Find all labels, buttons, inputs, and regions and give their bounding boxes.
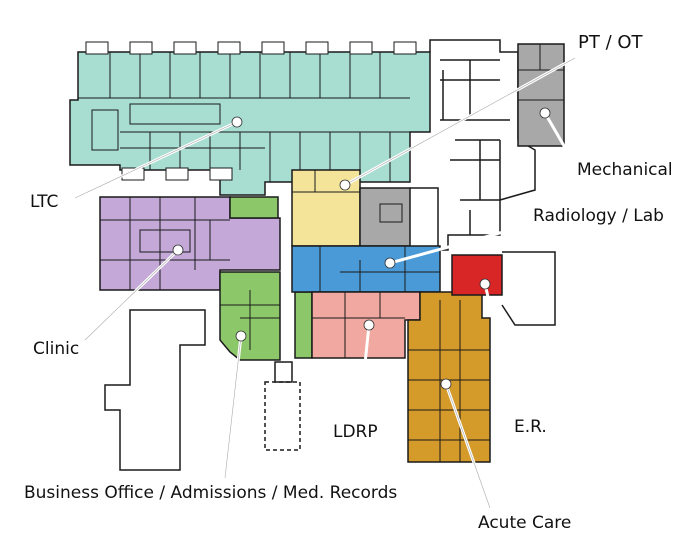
mechanical-zone bbox=[517, 43, 565, 147]
label-mechanical: Mechanical bbox=[577, 160, 673, 180]
label-business-office: Business Office / Admissions / Med. Reco… bbox=[24, 483, 398, 503]
acute-care-zone bbox=[407, 291, 491, 463]
leader-dots bbox=[172, 107, 551, 390]
label-ltc: LTC bbox=[30, 192, 59, 212]
ltc-zone bbox=[69, 41, 431, 196]
lower-left-outline bbox=[104, 309, 301, 471]
label-acute-care: Acute Care bbox=[478, 513, 572, 533]
label-radiology-lab: Radiology / Lab bbox=[533, 206, 664, 226]
label-er: E.R. bbox=[514, 417, 547, 437]
er-zone bbox=[451, 251, 556, 326]
label-clinic: Clinic bbox=[33, 339, 80, 359]
leader-line-edges bbox=[74, 57, 576, 509]
clinic-zone bbox=[99, 196, 281, 291]
label-ldrp: LDRP bbox=[333, 422, 378, 442]
business-office-zone bbox=[219, 196, 313, 361]
grey-block bbox=[359, 187, 411, 247]
label-pt-ot: PT / OT bbox=[578, 32, 643, 53]
radiology-lab-zone bbox=[291, 245, 441, 293]
